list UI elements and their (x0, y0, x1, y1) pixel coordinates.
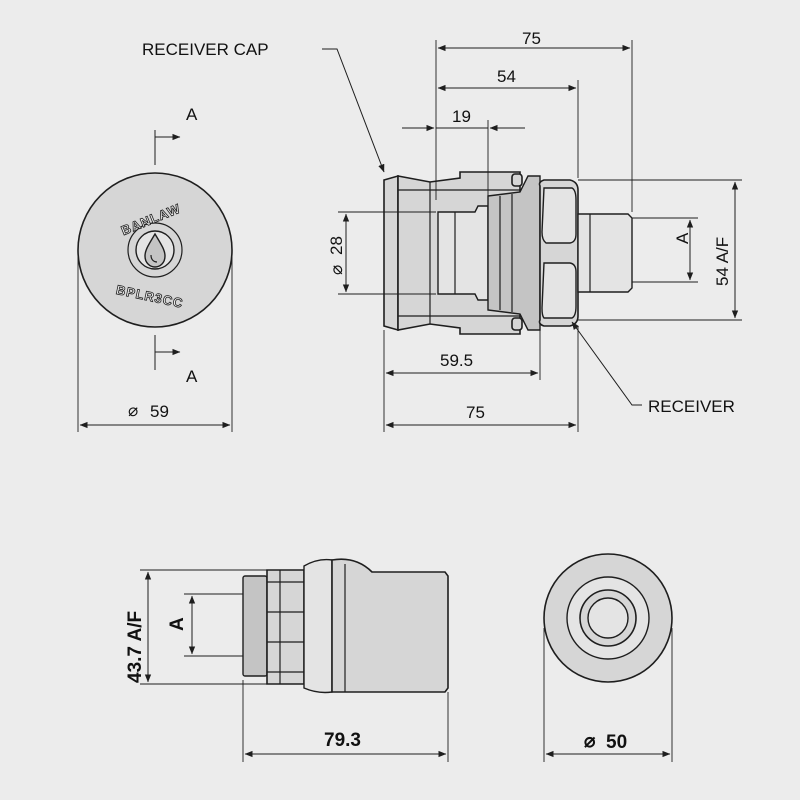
retaining-ring-top (511, 173, 523, 187)
dim-a-right-label: A (673, 232, 692, 244)
receiver-leader (571, 321, 642, 406)
dim-cap-diameter-symbol: ⌀ (128, 401, 138, 420)
receiver-cap-label: RECEIVER CAP (142, 40, 269, 59)
dim-bore-text: ⌀ 28 (327, 236, 346, 275)
end-bore (587, 597, 629, 639)
cap-center-ring (127, 222, 183, 278)
end-view: ⌀ 50 (543, 553, 673, 762)
dim-19-value: 19 (452, 107, 471, 126)
receiver-label: RECEIVER (648, 397, 735, 416)
thread-spigot (577, 213, 633, 293)
receiver-side-view: RECEIVER CAP RECEIVER 75 54 19 ⌀ 28 A (142, 29, 742, 432)
receiver-collar (487, 175, 541, 331)
dim-59-5-value: 59.5 (440, 351, 473, 370)
lower-side-view: 43.7 A/F A 79.3 (125, 558, 449, 762)
dim-cap-diameter-value: 59 (150, 402, 169, 421)
dim-bore-value: 28 (327, 236, 346, 255)
dim-lower-hex-af-value: 43.7 A/F (125, 611, 146, 683)
hex-flat-bottom (541, 262, 577, 319)
droplet-highlight (150, 254, 158, 263)
dim-lower-length-value: 79.3 (324, 730, 361, 751)
section-label-bottom: A (186, 367, 198, 386)
droplet-icon (144, 232, 166, 268)
dim-bore-symbol: ⌀ (327, 265, 346, 275)
dim-overall-bottom-value: 75 (466, 403, 485, 422)
retaining-ring-bottom (511, 317, 523, 331)
cap-flange (383, 174, 399, 332)
dim-end-diameter-value: 50 (606, 732, 627, 753)
hex-flat-top (541, 187, 577, 244)
dim-54-value: 54 (497, 67, 516, 86)
inner-probe (437, 205, 489, 301)
dim-overall-top-value: 75 (522, 29, 541, 48)
lower-front-ring (242, 575, 268, 677)
dim-lower-a-label: A (167, 617, 188, 631)
lower-hex-section (266, 569, 305, 685)
dim-end-diameter-symbol: ⌀ (584, 731, 596, 752)
receiver-cap-leader (322, 48, 385, 173)
section-label-top: A (186, 105, 198, 124)
cap-front-view: BANLAW BPLR3CC A A ⌀ 59 (77, 105, 233, 432)
lower-collar (303, 558, 333, 694)
dim-hex-af-value: 54 A/F (713, 237, 732, 286)
lower-body (331, 558, 449, 693)
